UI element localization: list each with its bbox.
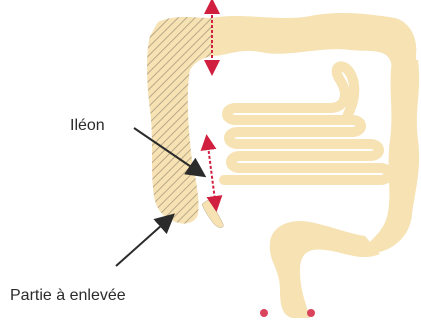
lower-cut-line xyxy=(208,146,216,208)
transverse-colon xyxy=(212,13,416,66)
appendix xyxy=(202,200,223,228)
sigmoid-rectum xyxy=(270,221,380,318)
removed-section xyxy=(147,17,212,224)
anus-dot-left xyxy=(260,309,268,317)
small-intestine xyxy=(224,66,389,180)
removed-part-label: Partie à enlevée xyxy=(10,287,126,304)
ileon-label: Iléon xyxy=(70,117,105,134)
anus-dot-right xyxy=(307,309,315,317)
removed-part-pointer-arrow xyxy=(116,216,172,266)
